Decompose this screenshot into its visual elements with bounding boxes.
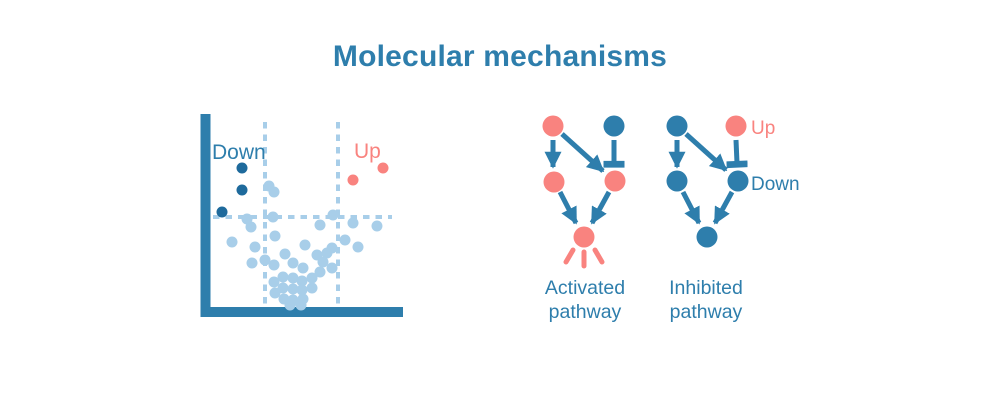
activation-edge (712, 190, 735, 225)
non-significant-point (314, 266, 326, 278)
activation-ray (592, 247, 605, 265)
volcano-up-label: Up (354, 140, 381, 163)
gene-node (604, 170, 626, 192)
non-significant-point (269, 230, 281, 242)
gene-node (696, 226, 718, 248)
non-significant-point (269, 287, 281, 299)
volcano-plot (200, 114, 403, 317)
non-significant-point (259, 254, 271, 266)
non-significant-point (246, 257, 258, 269)
non-significant-point (339, 234, 351, 246)
non-significant-point (321, 247, 333, 259)
activation-edge (684, 132, 728, 172)
non-significant-point (371, 220, 383, 232)
inhibited-pathway-diagram (666, 115, 749, 248)
non-significant-point (327, 209, 339, 221)
activation-edge (560, 132, 605, 173)
non-significant-point (287, 283, 299, 295)
gene-node (725, 115, 747, 137)
non-significant-point (295, 299, 307, 311)
activation-edge (557, 190, 579, 225)
volcano-down-label: Down (212, 141, 266, 164)
activation-ray (563, 247, 576, 265)
up-regulated-point (377, 162, 389, 174)
gene-node (603, 115, 625, 137)
non-significant-point (267, 211, 279, 223)
gene-node (666, 115, 688, 137)
inhibited-up-node-label: Up (751, 118, 775, 139)
page-title: Molecular mechanisms (332, 40, 668, 73)
up-regulated-point (347, 174, 359, 186)
inhibited-pathway-caption: Inhibited pathway (669, 277, 743, 323)
non-significant-point (297, 262, 309, 274)
non-significant-point (326, 262, 338, 274)
non-significant-point (287, 257, 299, 269)
non-significant-point (296, 275, 308, 287)
non-significant-point (249, 241, 261, 253)
gene-node (727, 170, 749, 192)
down-regulated-point (216, 206, 228, 218)
non-significant-point (347, 217, 359, 229)
non-significant-point (306, 272, 318, 284)
gene-node (542, 115, 564, 137)
activation-edge (680, 190, 702, 225)
non-significant-point (279, 248, 291, 260)
gene-node (666, 170, 688, 192)
down-regulated-point (236, 162, 248, 174)
non-significant-point (314, 219, 326, 231)
down-regulated-point (236, 184, 248, 196)
gene-node (543, 171, 565, 193)
non-significant-point (268, 259, 280, 271)
activation-edge (589, 190, 612, 225)
non-significant-point (277, 282, 289, 294)
non-significant-point (284, 299, 296, 311)
non-significant-point (226, 236, 238, 248)
non-significant-point (299, 239, 311, 251)
non-significant-point (268, 276, 280, 288)
inhibition-edge (726, 139, 748, 169)
inhibited-down-node-label: Down (751, 174, 800, 195)
non-significant-point (296, 284, 308, 296)
non-significant-point (287, 272, 299, 284)
non-significant-point (277, 271, 289, 283)
non-significant-point (268, 186, 280, 198)
non-significant-point (245, 221, 257, 233)
activated-pathway-caption: Activated pathway (544, 277, 626, 323)
non-significant-point (317, 256, 329, 268)
non-significant-point (306, 282, 318, 294)
activated-pathway-diagram (542, 115, 626, 269)
non-significant-point (352, 241, 364, 253)
gene-node (573, 226, 595, 248)
